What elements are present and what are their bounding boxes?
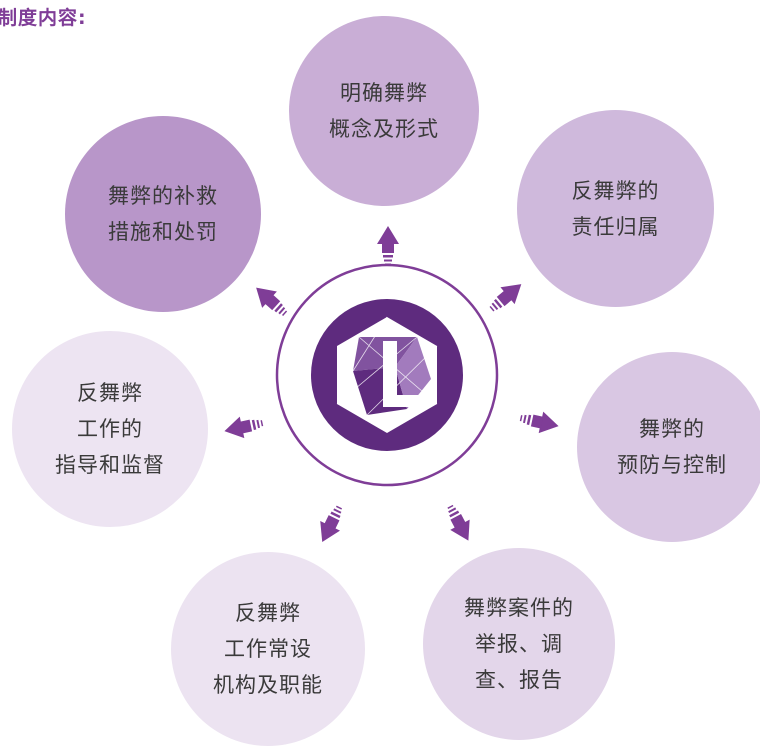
arrow-down-left-icon (312, 502, 350, 547)
topic-guidance: 反舞弊 工作的 指导和监督 (12, 331, 208, 527)
arrow-left-icon (222, 412, 265, 442)
topic-remedy-line-2: 措施和处罚 (108, 220, 218, 244)
topic-agency-line-2: 工作常设 (224, 637, 312, 661)
topic-reporting-line-1: 舞弊案件的 (464, 596, 574, 620)
topic-guidance-line-1: 反舞弊 (77, 381, 143, 405)
topic-agency-line-1: 反舞弊 (235, 601, 301, 625)
arrow-right-icon (518, 407, 561, 437)
topic-responsibility: 反舞弊的 责任归属 (517, 110, 714, 307)
arrow-up-icon (377, 226, 399, 265)
topic-reporting: 舞弊案件的 举报、调 查、报告 (423, 548, 615, 740)
section-heading: 制度内容: (0, 7, 87, 29)
arrow-up-right-icon (484, 275, 529, 318)
topic-guidance-line-3: 指导和监督 (55, 453, 165, 477)
arrow-up-left-icon (248, 279, 293, 322)
topic-responsibility-line-2: 责任归属 (571, 214, 660, 239)
topic-prevention-line-2: 预防与控制 (617, 453, 727, 477)
topic-prevention: 舞弊的 预防与控制 (577, 352, 760, 542)
topic-concept-line-2: 概念及形式 (329, 117, 439, 141)
topic-concept: 明确舞弊 概念及形式 (289, 16, 479, 206)
topic-agency-line-3: 机构及职能 (213, 673, 323, 697)
topic-reporting-line-3: 查、报告 (475, 668, 563, 692)
topic-agency: 反舞弊 工作常设 机构及职能 (171, 552, 365, 746)
arrow-down-right-icon (440, 501, 479, 546)
hexagon-logo-icon (336, 316, 438, 433)
topic-concept-line-1: 明确舞弊 (340, 81, 428, 105)
topic-guidance-line-2: 工作的 (77, 417, 143, 441)
topic-prevention-line-1: 舞弊的 (639, 417, 705, 441)
topic-reporting-line-2: 举报、调 (475, 632, 563, 656)
topic-remedy: 舞弊的补救 措施和处罚 (65, 116, 261, 312)
topic-remedy-line-1: 舞弊的补救 (108, 184, 218, 208)
topic-responsibility-line-1: 反舞弊的 (571, 178, 660, 203)
